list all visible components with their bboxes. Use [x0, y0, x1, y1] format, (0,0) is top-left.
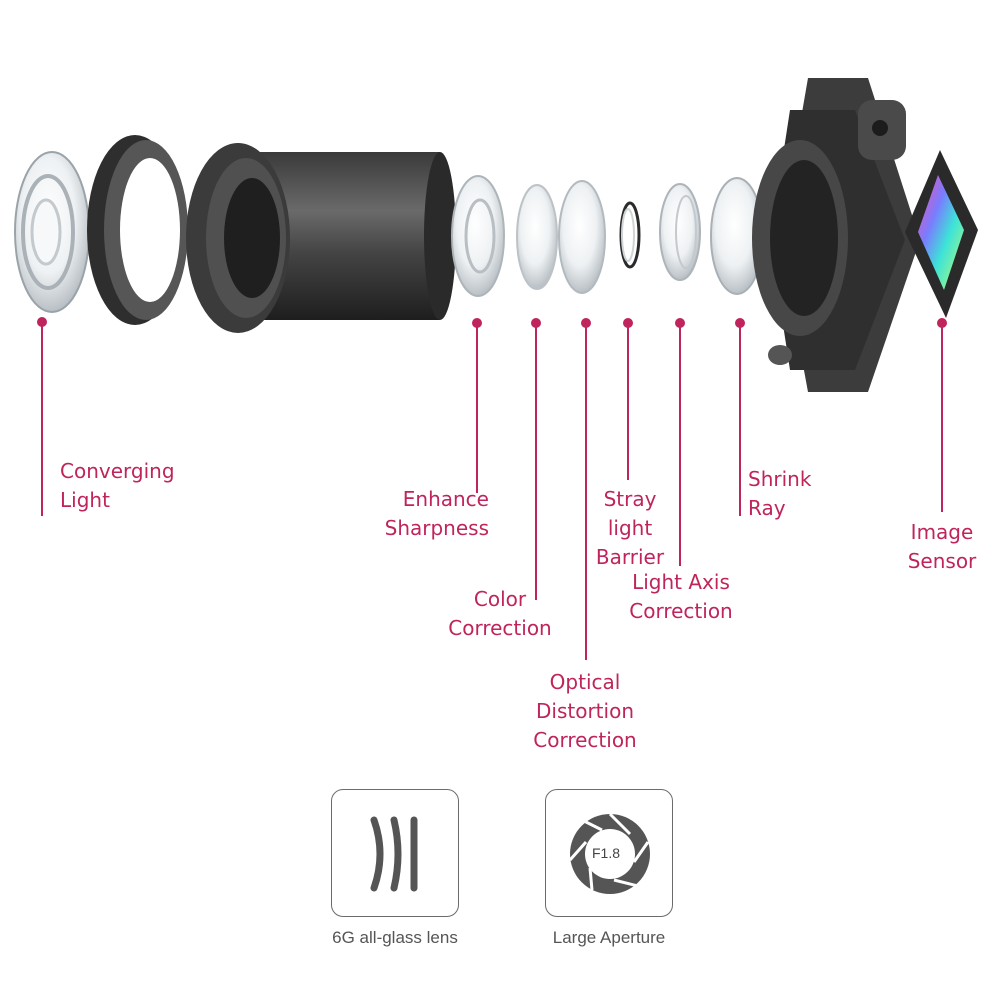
feature-aperture-box: F1.8	[545, 789, 673, 917]
leader-lines	[37, 317, 947, 660]
label-line: Image	[910, 520, 974, 544]
light-axis-lens-element	[659, 183, 701, 281]
label-color-correction: Color Correction	[444, 585, 556, 643]
lens-barrel	[186, 143, 456, 333]
label-line: Correction	[533, 728, 637, 752]
label-stray-light-barrier: Stray light Barrier	[590, 485, 670, 572]
label-converging-light: Converging Light	[60, 457, 175, 515]
lens-elements-icon	[370, 816, 418, 892]
feature-lens-box	[331, 789, 459, 917]
label-light-axis-correction: Light Axis Correction	[624, 568, 738, 626]
sharpness-lens-element	[451, 175, 505, 297]
label-optical-distortion: Optical Distortion Correction	[526, 668, 644, 755]
feature-lens-caption: 6G all-glass lens	[332, 928, 458, 947]
retaining-ring	[87, 135, 188, 325]
label-line: Enhance	[402, 487, 489, 511]
label-line: Converging	[60, 459, 175, 483]
stray-light-barrier	[619, 201, 641, 269]
color-correction-lens-element	[516, 184, 558, 290]
aperture-value: F1.8	[592, 845, 621, 861]
label-line: Light Axis	[632, 570, 730, 594]
lens-mount-holder	[752, 78, 920, 392]
label-enhance-sharpness: Enhance Sharpness	[385, 485, 489, 543]
aperture-icon	[568, 812, 650, 894]
label-image-sensor: Image Sensor	[902, 518, 982, 576]
label-line: Distortion	[536, 699, 634, 723]
image-sensor-chip	[905, 150, 978, 318]
label-line: Barrier	[595, 545, 665, 569]
label-line: Sharpness	[384, 516, 489, 540]
label-shrink-ray: Shrink Ray	[748, 465, 811, 523]
label-line: Sensor	[907, 549, 977, 573]
label-line: Optical	[549, 670, 621, 694]
converging-lens-element	[14, 151, 90, 313]
feature-aperture-caption: Large Aperture	[552, 928, 666, 947]
label-line: Correction	[448, 616, 552, 640]
label-line: Color	[473, 587, 527, 611]
label-line: Ray	[748, 496, 786, 520]
distortion-lens-element	[558, 180, 606, 294]
label-line: Correction	[629, 599, 733, 623]
label-line: Stray	[603, 487, 657, 511]
label-line: light	[607, 516, 653, 540]
label-line: Shrink	[748, 467, 812, 491]
label-line: Light	[60, 488, 110, 512]
